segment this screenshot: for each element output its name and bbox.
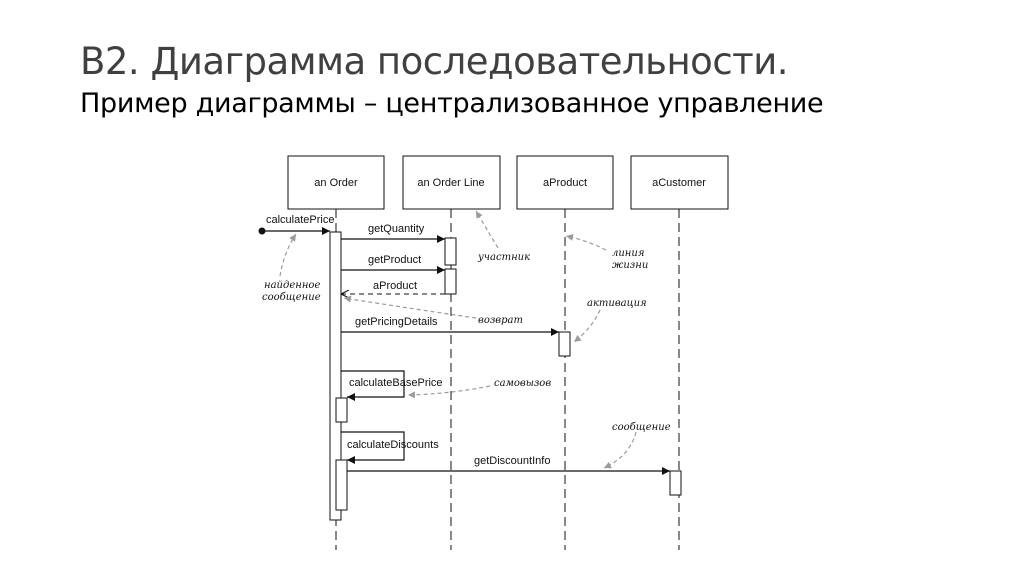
annotation-arrow-message: [603, 431, 637, 469]
participant-label: aCustomer: [652, 177, 706, 189]
message-label: getDiscountInfo: [474, 455, 550, 467]
annotation-self-call: самовызов: [494, 378, 551, 389]
message-get-quantity: getQuantity: [341, 223, 445, 243]
message-label: getQuantity: [368, 223, 425, 235]
activation-orderline-2: [444, 268, 457, 295]
message-label: getPricingDetails: [355, 316, 438, 328]
annotation-found-line1: найденное: [264, 280, 320, 291]
activation-self-2: [335, 459, 348, 511]
message-get-product: getProduct: [341, 254, 445, 274]
participant-label: aProduct: [543, 177, 587, 189]
message-label: calculateBasePrice: [349, 377, 443, 389]
participant-label: an Order: [314, 177, 358, 189]
participant-an-order-line: an Order Line: [402, 155, 501, 210]
participant-an-order: an Order: [287, 155, 385, 210]
message-label: calculateDiscounts: [347, 439, 439, 451]
message-label: calculatePrice: [266, 214, 334, 226]
message-calculate-base-price: calculateBasePrice: [341, 370, 443, 401]
slide-title: В2. Диаграмма последовательности.: [80, 40, 789, 83]
activation-customer: [669, 470, 682, 496]
message-aproduct-return: aProduct: [341, 280, 445, 294]
activation-order-main: [329, 231, 342, 521]
annotation-arrow-lifeline: [565, 233, 607, 251]
annotation-arrow-self: [407, 385, 491, 399]
message-label: getProduct: [368, 254, 421, 266]
activation-product: [558, 331, 571, 357]
activation-orderline-1: [444, 237, 457, 266]
annotation-lifeline-line2: жизни: [612, 260, 648, 271]
message-get-discount-info: getDiscountInfo: [347, 455, 670, 475]
annotation-lifeline-line1: линия: [612, 248, 644, 259]
slide-subtitle: Пример диаграммы – централизованное упра…: [80, 88, 824, 119]
annotation-arrow-found: [279, 233, 297, 277]
activation-self-1: [335, 397, 348, 423]
annotation-arrow-return: [343, 295, 477, 319]
message-label: aProduct: [373, 280, 417, 292]
message-calculate-discounts: calculateDiscounts: [341, 431, 439, 464]
message-calculate-price: calculatePrice: [258, 214, 334, 235]
annotation-found-line2: сообщение: [262, 292, 321, 303]
annotation-arrow-participant: [475, 210, 499, 249]
annotation-participant: участник: [477, 252, 530, 263]
message-get-pricing-details: getPricingDetails: [341, 316, 559, 336]
annotation-activation: активация: [587, 298, 647, 309]
participant-acustomer: aCustomer: [630, 155, 729, 210]
participant-label: an Order Line: [417, 177, 484, 189]
annotation-message: сообщение: [612, 422, 671, 433]
annotation-return: возврат: [478, 315, 523, 326]
annotation-arrow-activation: [573, 309, 601, 343]
participant-aproduct: aProduct: [516, 155, 614, 210]
